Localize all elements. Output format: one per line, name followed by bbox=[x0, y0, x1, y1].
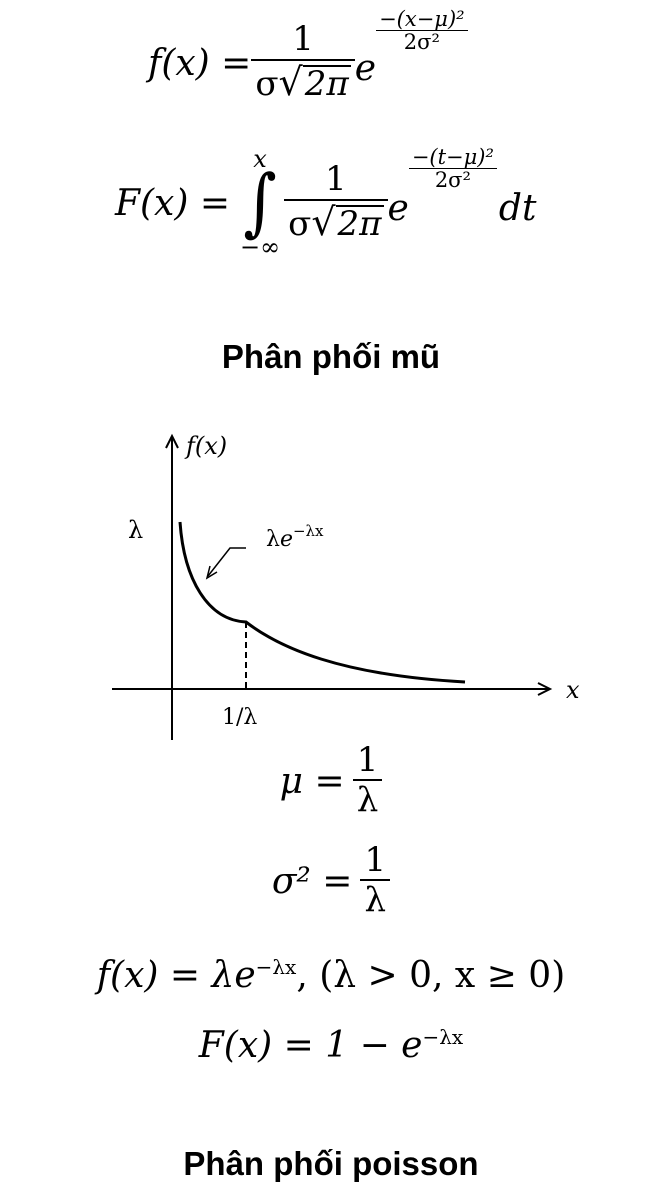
sqrt-content: 2π bbox=[335, 203, 384, 244]
normal-pdf-exponent: −(x−μ)² 2σ² bbox=[376, 8, 468, 53]
section-title-poisson: Phân phối poisson bbox=[183, 1145, 479, 1182]
normal-pdf-base: e bbox=[354, 47, 377, 89]
sigma-symbol: σ bbox=[255, 63, 279, 104]
curve-label: λe−λx bbox=[266, 522, 324, 552]
normal-cdf-exp-den: 2σ² bbox=[434, 168, 471, 193]
normal-cdf-exp-num: −(t−μ)² bbox=[411, 145, 494, 169]
mean-fraction: 1 λ bbox=[352, 740, 383, 821]
exponential-pdf-formula: f(x) = λe−λx, (λ > 0, x ≥ 0) bbox=[0, 955, 662, 996]
normal-cdf-exponent: −(t−μ)² 2σ² bbox=[408, 145, 497, 193]
curve-pointer-arrowhead bbox=[205, 565, 218, 580]
y-axis-label: f(x) bbox=[184, 432, 227, 460]
exponential-curve bbox=[178, 521, 466, 684]
y-tick-lambda: λ bbox=[128, 516, 143, 544]
sqrt-sign: √ bbox=[278, 59, 303, 104]
normal-cdf-lhs: F(x) = bbox=[115, 182, 230, 224]
integral-sign: ∫ bbox=[243, 160, 277, 246]
integral-lower-limit: −∞ bbox=[239, 233, 281, 261]
exponential-pdf-main: f(x) = λe bbox=[96, 955, 256, 996]
y-axis-arrow bbox=[165, 433, 179, 449]
normal-pdf-lhs: f(x) = bbox=[148, 42, 252, 84]
normal-cdf-numerator: 1 bbox=[324, 159, 347, 200]
variance-numerator: 1 bbox=[364, 840, 387, 880]
normal-pdf-denominator: σ√2π bbox=[251, 59, 354, 105]
curve-label-text: λ bbox=[266, 527, 280, 552]
sigma-symbol: σ bbox=[288, 203, 312, 244]
fraction-bar bbox=[376, 30, 468, 32]
exponential-pdf-exponent: −λx bbox=[255, 955, 297, 979]
exponential-cdf-main: F(x) = 1 − e bbox=[198, 1025, 423, 1066]
curve-label-exp: −λx bbox=[293, 522, 324, 540]
normal-pdf-exp-den: 2σ² bbox=[403, 30, 440, 55]
fraction-bar bbox=[352, 779, 383, 782]
mean-lhs: μ = bbox=[279, 760, 345, 802]
normal-cdf-fraction: 1 σ√2π bbox=[284, 159, 388, 245]
section-title-exponential: Phân phối mũ bbox=[221, 338, 441, 375]
variance-formula: σ² = 1 λ bbox=[0, 840, 662, 921]
x-tick-one-over-lambda: 1/λ bbox=[222, 705, 257, 730]
integral-upper-limit: x bbox=[253, 145, 267, 173]
sqrt-sign: √ bbox=[311, 199, 336, 244]
variance-denominator: λ bbox=[364, 880, 387, 921]
curve-pointer-line bbox=[207, 547, 246, 577]
fraction-bar bbox=[408, 168, 497, 170]
normal-cdf-denominator: σ√2π bbox=[284, 199, 387, 245]
x-axis-label: x bbox=[566, 676, 580, 704]
mean-formula: μ = 1 λ bbox=[0, 740, 662, 821]
fraction-bar bbox=[284, 198, 388, 201]
integral-block: x ∫ −∞ bbox=[240, 147, 280, 259]
normal-pdf-formula: f(x) = 1 σ√2π e −(x−μ)² 2σ² bbox=[148, 8, 468, 118]
normal-pdf-fraction: 1 σ√2π bbox=[251, 19, 355, 105]
fraction-bar bbox=[251, 58, 355, 61]
exponential-cdf-formula: F(x) = 1 − e−λx bbox=[0, 1025, 662, 1066]
normal-pdf-exp-num: −(x−μ)² bbox=[379, 7, 465, 31]
normal-cdf-base: e bbox=[387, 187, 409, 229]
normal-cdf-dt: dt bbox=[498, 187, 537, 229]
normal-pdf-numerator: 1 bbox=[292, 19, 314, 60]
fraction-bar bbox=[360, 879, 391, 882]
x-axis-arrow bbox=[537, 682, 553, 696]
normal-cdf-formula: F(x) = x ∫ −∞ 1 σ√2π e −(t−μ)² 2σ² dt bbox=[115, 128, 536, 278]
variance-fraction: 1 λ bbox=[360, 840, 391, 921]
variance-lhs: σ² = bbox=[271, 860, 353, 902]
exponential-cdf-exponent: −λx bbox=[422, 1025, 464, 1049]
mean-denominator: λ bbox=[356, 780, 379, 821]
curve-label-e: e bbox=[280, 527, 293, 552]
exponential-pdf-graph: f(x) x λ 1/λ λe−λx bbox=[112, 432, 580, 740]
mean-numerator: 1 bbox=[356, 740, 379, 780]
sqrt-content: 2π bbox=[302, 63, 351, 104]
exponential-pdf-condition: , (λ > 0, x ≥ 0) bbox=[296, 955, 566, 996]
